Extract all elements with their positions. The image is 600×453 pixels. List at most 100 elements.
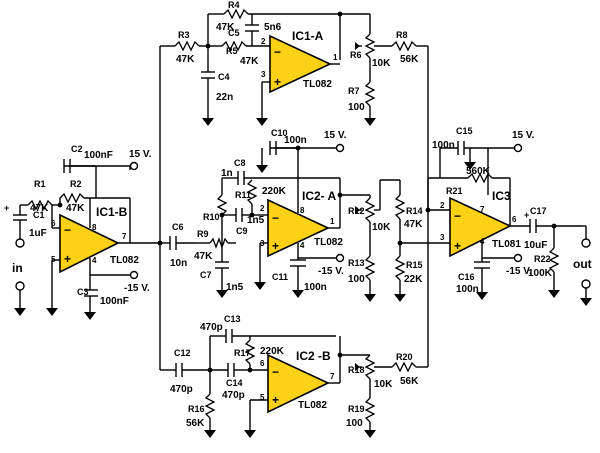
resistor-r5: R5 47K xyxy=(221,40,259,67)
svg-text:22K: 22K xyxy=(404,274,423,285)
svg-text:-15 V.: -15 V. xyxy=(506,266,532,277)
ground-icon xyxy=(244,430,256,438)
stage-ic2b: C12 470p R16 56K C13 470p C14 470p R17 2… xyxy=(160,210,429,438)
c17-ref: C17 xyxy=(530,206,547,216)
c11-value: 100n xyxy=(304,282,327,293)
svg-text:R8: R8 xyxy=(396,30,408,40)
svg-text:−: − xyxy=(274,45,281,59)
ground-icon xyxy=(476,292,488,300)
svg-text:6: 6 xyxy=(512,215,517,224)
svg-text:+: + xyxy=(4,203,9,213)
svg-text:4: 4 xyxy=(92,256,97,265)
resistor-r7: R7 100 xyxy=(348,81,376,113)
svg-text:−: − xyxy=(272,211,279,225)
c4-ref: C4 xyxy=(218,72,230,82)
resistor-r14: R14 47K xyxy=(394,194,423,230)
c9-ref: C9 xyxy=(236,226,248,236)
svg-text:2: 2 xyxy=(260,204,265,213)
ic1a-label: IC1-A xyxy=(292,29,324,43)
opamp-ic2a xyxy=(267,198,330,258)
svg-text:220K: 220K xyxy=(260,346,285,357)
resistor-r10: R10 xyxy=(203,194,228,222)
ground-icon xyxy=(364,294,376,302)
vminus-terminal-ic2 xyxy=(335,253,345,263)
svg-text:R13: R13 xyxy=(348,258,365,268)
vplus-terminal-ic2 xyxy=(335,143,345,153)
svg-text:R1: R1 xyxy=(34,179,46,189)
c3-ref: C3 xyxy=(77,287,89,297)
c12-value: 470p xyxy=(170,384,193,395)
svg-text:R17: R17 xyxy=(234,348,251,358)
c13-ref: C13 xyxy=(224,314,241,324)
vplus-terminal-ic3 xyxy=(513,143,523,153)
resistor-r17: R17 220K xyxy=(234,339,285,365)
ic2a-type: TL082 xyxy=(314,237,343,248)
c15-ref: C15 xyxy=(456,126,473,136)
resistor-r9: R9 47K xyxy=(194,229,229,262)
svg-text:R12: R12 xyxy=(348,206,365,216)
c7-ref: C7 xyxy=(200,270,212,280)
ground-icon xyxy=(202,118,214,126)
stage-ic3: R21 560K C15 100n 15 V. − + IC3 TL081 2 … xyxy=(394,126,592,306)
svg-text:7: 7 xyxy=(122,232,127,241)
stage-ic1a: R3 47K R4 47K C5 5n6 R5 47K C xyxy=(160,0,429,210)
svg-text:+: + xyxy=(274,75,281,89)
resistor-r8: R8 56K xyxy=(391,30,419,65)
svg-text:6: 6 xyxy=(260,359,265,368)
c8-value: 1n xyxy=(221,168,233,179)
input-label: in xyxy=(12,261,23,275)
resistor-r11: R11 220K xyxy=(235,179,287,205)
vplus-terminal-ic1 xyxy=(129,161,139,171)
svg-text:+: + xyxy=(272,393,279,407)
svg-text:+: + xyxy=(524,210,529,220)
ground-icon xyxy=(580,298,592,306)
svg-text:R9: R9 xyxy=(197,229,209,239)
c1-value: 1uF xyxy=(29,228,47,239)
ic3-type: TL081 xyxy=(492,239,521,250)
svg-text:R7: R7 xyxy=(348,86,360,96)
ic1b-label: IC1-B xyxy=(96,205,128,219)
svg-text:47K: 47K xyxy=(176,54,195,65)
svg-text:220K: 220K xyxy=(262,186,287,197)
ic1b-type: TL082 xyxy=(110,255,139,266)
svg-text:R22: R22 xyxy=(534,254,551,264)
svg-text:-15 V.: -15 V. xyxy=(124,283,150,294)
ground-icon xyxy=(46,308,58,316)
svg-text:47K: 47K xyxy=(30,203,49,214)
opamp-ic1a xyxy=(269,34,332,94)
svg-text:5: 5 xyxy=(260,393,265,402)
ground-icon xyxy=(394,294,406,302)
opamp-ic3 xyxy=(449,196,512,258)
ic3-label: IC3 xyxy=(492,189,511,203)
svg-text:47K: 47K xyxy=(404,219,423,230)
c10-value: 100n xyxy=(284,135,307,146)
svg-text:R21: R21 xyxy=(446,186,463,196)
svg-text:R3: R3 xyxy=(178,30,190,40)
input-terminal-bottom xyxy=(15,281,25,291)
ic2b-type: TL082 xyxy=(298,400,327,411)
opamp-ic1b xyxy=(59,213,120,274)
c11-ref: C11 xyxy=(272,272,288,282)
svg-text:1: 1 xyxy=(330,217,335,226)
ground-icon xyxy=(254,282,266,290)
c8-ref: C8 xyxy=(234,158,246,168)
svg-text:100K: 100K xyxy=(528,268,553,279)
svg-text:R11: R11 xyxy=(235,190,251,200)
c13-value: 470p xyxy=(200,322,223,333)
potentiometer-r12: R12 10K xyxy=(348,197,391,233)
potentiometer-r6: R6 10K xyxy=(350,33,391,69)
input-terminal-top xyxy=(15,238,25,248)
svg-text:2: 2 xyxy=(261,37,266,46)
output-label: out xyxy=(573,257,592,271)
ground-icon xyxy=(84,312,96,320)
svg-text:3: 3 xyxy=(440,233,445,242)
c1-ref: C1 xyxy=(33,210,45,220)
svg-text:R16: R16 xyxy=(188,404,205,414)
potentiometer-r18: R18 10K xyxy=(348,354,393,390)
c17-value: 10uF xyxy=(524,240,547,251)
svg-text:R14: R14 xyxy=(406,206,423,216)
svg-text:7: 7 xyxy=(480,205,485,214)
c16-ref: C16 xyxy=(458,272,475,282)
c2-value: 100nF xyxy=(84,150,113,161)
ground-icon xyxy=(464,162,476,170)
